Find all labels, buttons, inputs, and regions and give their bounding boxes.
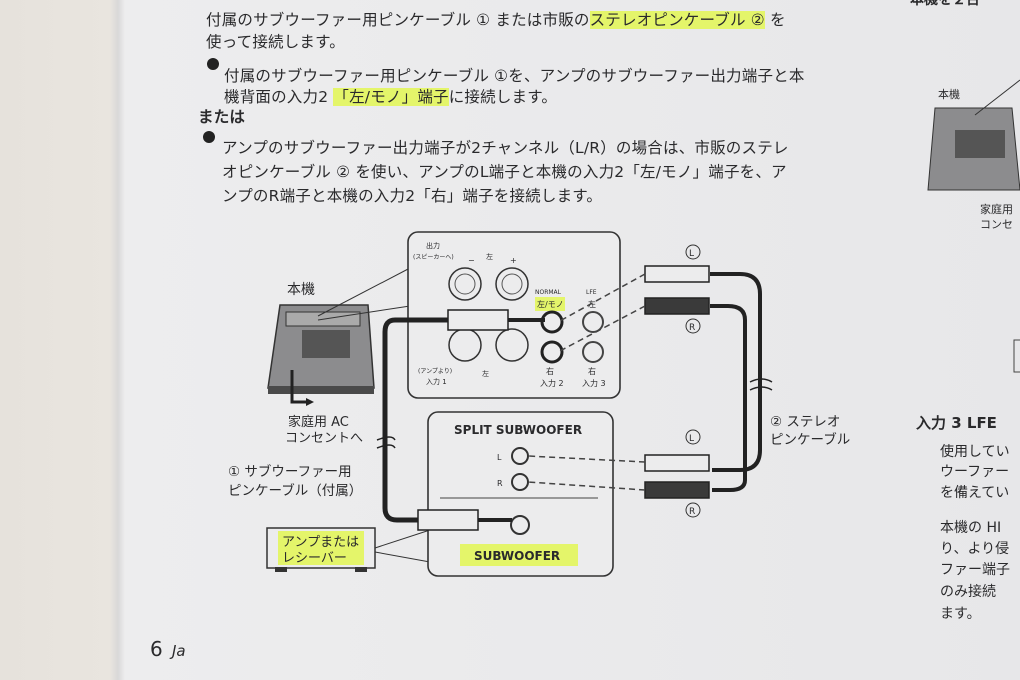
subwoofer-label: SUBWOOFER <box>474 549 560 563</box>
panel-label: 入力 2 <box>540 378 564 388</box>
panel-label: 左/モノ <box>537 299 564 309</box>
right-text: のみ接続 <box>940 583 996 600</box>
ac-outlet-label: コンセントへ <box>285 431 363 446</box>
right-text: り、より侵 <box>940 540 1009 557</box>
cable2-label: ピンケーブル <box>770 431 850 448</box>
paragraph-line: 付属のサブウーファー用ピンケーブル ① または市販のステレオピンケーブル ② を <box>206 8 786 30</box>
r-mark: R <box>497 479 503 488</box>
right-heading: 本機を２台 <box>910 0 980 8</box>
ac-outlet-label: 家庭用 AC <box>288 414 349 430</box>
panel-label: NORMAL <box>535 289 562 296</box>
text: に接続します。 <box>448 88 558 106</box>
right-text: ます。 <box>940 606 981 622</box>
section-heading: 入力 3 LFE <box>916 414 997 432</box>
bullet-text: オピンケーブル ② を使い、アンプのL端子と本機の入力2「左/モノ」端子を、ア <box>222 163 787 181</box>
highlighted-text: 「左/モノ」端子 <box>333 88 449 106</box>
panel-label: − <box>468 256 475 265</box>
r-mark: R <box>689 323 695 333</box>
text: 機背面の入力2 <box>224 88 334 106</box>
panel-label: (アンプより) <box>418 368 452 375</box>
cable1-label: ① サブウーファー用 <box>228 463 352 480</box>
right-unit-illustration <box>927 79 1020 191</box>
paragraph-line: 使って接続します。 <box>206 33 345 51</box>
or-heading: または <box>198 108 246 126</box>
unit-label: 本機 <box>287 282 315 298</box>
r-mark: R <box>689 507 695 517</box>
split-subwoofer-label: SPLIT SUBWOOFER <box>454 423 582 437</box>
bullet-icon <box>203 131 215 143</box>
l-mark: L <box>689 249 694 259</box>
panel-label: 左 <box>486 252 493 261</box>
right-text: を備えてい <box>940 485 1009 501</box>
panel-label: + <box>510 256 517 265</box>
cable1-label: ピンケーブル（付属） <box>228 482 362 499</box>
right-text: 使用してい <box>940 443 1010 460</box>
right-ac-label: コンセ <box>980 218 1013 231</box>
amp-label: アンプまたは <box>282 535 359 550</box>
panel-label: LFE <box>586 289 597 296</box>
lr-markers: L R L R <box>685 244 701 518</box>
page-number: 6 <box>150 637 163 661</box>
bullet-icon <box>207 58 219 70</box>
l-mark: L <box>497 453 502 462</box>
page-lang: Ja <box>169 642 186 660</box>
text: を <box>764 11 786 29</box>
panel-label: (スピーカーへ) <box>413 254 454 261</box>
amp-receiver-box <box>266 527 376 572</box>
bullet-text: 機背面の入力2 「左/モノ」端子に接続します。 <box>224 85 557 107</box>
split-subwoofer-panel <box>427 411 614 577</box>
subwoofer-unit-illustration <box>267 304 375 406</box>
subwoofer-cable <box>376 309 545 531</box>
stereo-cable <box>527 265 773 499</box>
right-unit-label: 本機 <box>938 87 960 101</box>
amp-label: レシーバー <box>282 551 347 566</box>
rear-panel-detail: 出力 (スピーカーへ) 左 − + NORMAL LFE 左/モノ 左 右 入力… <box>407 231 621 399</box>
panel-label: 右 <box>588 366 596 376</box>
panel-label: 右 <box>546 366 554 376</box>
panel-label: 出力 <box>426 241 440 250</box>
panel-label: 左 <box>482 369 489 378</box>
text: 付属のサブウーファー用ピンケーブル ① または市販の <box>206 11 590 29</box>
bullet-text: 付属のサブウーファー用ピンケーブル ①を、アンプのサブウーファー出力端子と本 <box>224 67 805 85</box>
bullet-text: アンプのサブウーファー出力端子が2チャンネル（L/R）の場合は、市販のステレ <box>222 139 789 157</box>
cable2-label: ② ステレオ <box>770 414 840 430</box>
right-text: ウーファー <box>940 464 1009 480</box>
panel-label: 入力 3 <box>582 378 606 388</box>
l-mark: L <box>689 434 694 444</box>
highlighted-text: ステレオピンケーブル ② <box>589 11 765 29</box>
right-text: 本機の HI <box>940 520 1001 536</box>
right-ac-label: 家庭用 <box>980 202 1013 216</box>
bullet-text: ンプのR端子と本機の入力2「右」端子を接続します。 <box>222 187 603 205</box>
right-text: ファー端子 <box>940 562 1010 578</box>
panel-label: 入力 1 <box>426 377 447 386</box>
